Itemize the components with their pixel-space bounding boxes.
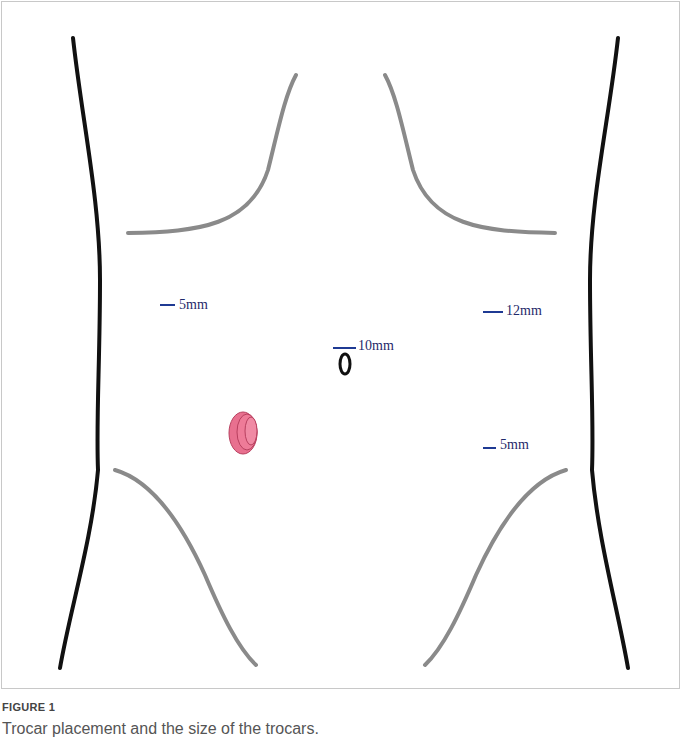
figure-number: FIGURE 1: [2, 701, 55, 713]
trocar-mark: [483, 311, 503, 313]
trocar-size-label: 10mm: [358, 338, 394, 354]
rib-line-right: [385, 75, 555, 233]
trocar-mark: [333, 347, 356, 349]
figure-frame: [2, 2, 680, 689]
body-outline-left: [60, 38, 100, 668]
hip-line-right: [425, 470, 566, 665]
hip-line-left: [115, 470, 256, 665]
figure-caption: Trocar placement and the size of the tro…: [2, 720, 319, 738]
trocar-mark: [483, 447, 496, 449]
trocar-size-label: 5mm: [500, 437, 529, 453]
umbilicus-symbol: [340, 354, 350, 374]
trocar-mark: [160, 304, 175, 306]
rib-line-left: [128, 75, 296, 233]
trocar-size-label: 5mm: [179, 297, 208, 313]
wound-protector: [229, 412, 257, 454]
trocar-size-label: 12mm: [506, 303, 542, 319]
body-outline-right: [590, 38, 628, 668]
